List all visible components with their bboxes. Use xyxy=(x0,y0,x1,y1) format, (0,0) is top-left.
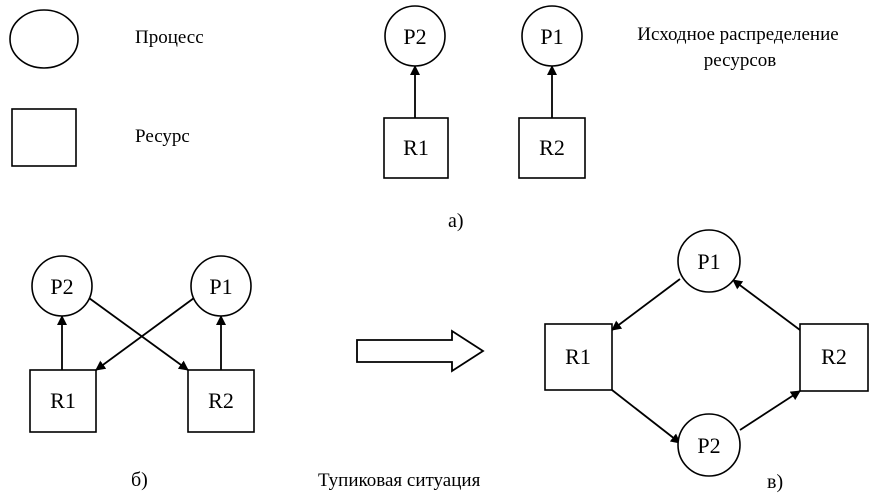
edge-v-p1-to-r1 xyxy=(611,278,681,331)
edge-v-r2-to-p1 xyxy=(732,279,801,331)
node-v-p2 xyxy=(677,413,741,477)
node-a-r1-label: R1 xyxy=(403,135,429,160)
section-a-description-line1: Исходное распределение xyxy=(637,24,838,45)
transition-arrow-icon xyxy=(356,329,485,373)
section-a: P2 P1 R1 R2 Исходное распределение ресур… xyxy=(383,5,839,232)
node-a-p1-label: P1 xyxy=(540,24,563,49)
legend-process-circle xyxy=(9,9,79,69)
node-b-r2-label: R2 xyxy=(208,388,234,413)
node-b-p1 xyxy=(190,255,252,317)
node-a-p2 xyxy=(384,5,446,67)
node-a-r2 xyxy=(518,117,586,179)
node-b-r2 xyxy=(187,369,255,433)
node-b-p2 xyxy=(31,255,93,317)
node-v-p1 xyxy=(677,229,741,293)
deadlock-label: Тупиковая ситуация xyxy=(318,470,481,491)
node-v-p1-label: P1 xyxy=(697,249,720,274)
node-v-r2 xyxy=(799,323,869,392)
edge-v-r1-to-p2 xyxy=(611,389,681,444)
node-a-p2-label: P2 xyxy=(403,24,426,49)
edge-b-p2-to-r2 xyxy=(88,297,189,371)
legend-resource-label: Ресурс xyxy=(135,126,190,147)
legend-resource-square xyxy=(11,108,77,167)
section-b: P2 P1 R1 R2 б) xyxy=(29,255,255,491)
node-v-r2-label: R2 xyxy=(821,344,847,369)
legend: Процесс Ресурс xyxy=(9,9,204,167)
section-v: P1 R1 R2 P2 в) xyxy=(544,229,869,493)
section-b-caption: б) xyxy=(131,469,148,491)
node-v-r1-label: R1 xyxy=(565,344,591,369)
node-a-p1 xyxy=(521,5,583,67)
edge-v-p2-to-r2 xyxy=(739,390,801,431)
section-a-caption: а) xyxy=(448,210,464,232)
section-a-description-line2: ресурсов xyxy=(704,50,777,71)
section-v-caption: в) xyxy=(767,471,783,493)
edge-b-p1-to-r1 xyxy=(95,297,195,371)
node-v-r1 xyxy=(544,323,613,391)
node-b-r1-label: R1 xyxy=(50,388,76,413)
node-b-p1-label: P1 xyxy=(209,274,232,299)
node-v-p2-label: P2 xyxy=(697,433,720,458)
node-b-r1 xyxy=(29,369,97,433)
node-a-r2-label: R2 xyxy=(539,135,565,160)
node-a-r1 xyxy=(383,117,449,179)
node-b-p2-label: P2 xyxy=(50,274,73,299)
legend-process-label: Процесс xyxy=(135,27,204,48)
